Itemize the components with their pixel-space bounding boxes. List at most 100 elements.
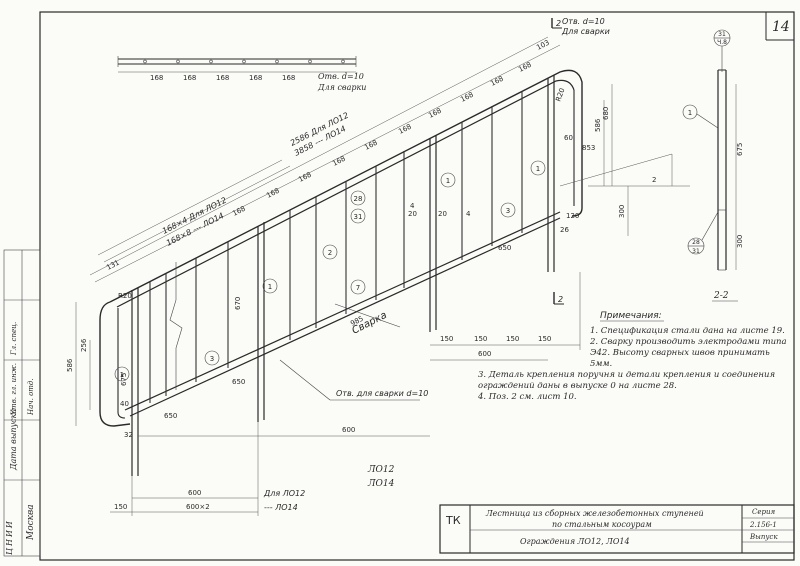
rail-dim-9: 168 — [489, 75, 505, 88]
callout-28: 28 — [354, 195, 363, 203]
right-300: 300 — [618, 205, 626, 218]
rail-dim-7: 168 — [427, 107, 443, 120]
stamp-city: Москва — [26, 504, 36, 541]
title-code: ТК — [445, 514, 461, 527]
left-40: 40 — [120, 400, 129, 408]
section-callout-bot-b: 31 — [692, 248, 700, 255]
top-view-dim-1: 168 — [150, 74, 163, 82]
callout-1a: 1 — [120, 371, 124, 379]
note-2: 2. Сварку производить электродами типа Э… — [590, 337, 787, 369]
mid-20a: 20 — [408, 210, 417, 218]
section-dim-675: 675 — [736, 143, 744, 156]
title-line-2: по стальным косоурам — [552, 520, 652, 529]
top-view-hole-label: Отв. d=10 — [318, 72, 364, 81]
weld-top-label: Для сварки — [561, 27, 610, 36]
callout-1b: 1 — [268, 283, 272, 291]
right-h2: 586 — [594, 118, 602, 132]
right-150-2: 150 — [474, 335, 487, 343]
rail-dim-10: 168 — [517, 61, 533, 74]
left-sub: 256 — [80, 338, 88, 352]
mid-670: 670 — [234, 297, 242, 310]
top-rail-holes — [143, 59, 345, 64]
section-title: 2-2 — [713, 291, 729, 301]
section-callout-top-b: Ч.8 — [717, 39, 727, 46]
brand-lo14: ЛО14 — [367, 479, 395, 489]
note-4: 4. Поз. 2 см. лист 10. — [478, 392, 577, 402]
mid-4b: 4 — [466, 210, 471, 218]
sheet-frame — [39, 11, 795, 561]
series-value: 2.156-1 — [749, 521, 777, 529]
stamp-row-3: Гл. спец. — [10, 322, 18, 356]
left-675: 675 — [120, 373, 128, 386]
top-view-dim-4: 168 — [249, 74, 262, 82]
note-1: 1. Спецификация стали дана на листе 19. — [590, 326, 785, 336]
side-stamp: Москва Дата выпуска Утв. гл. инж. Нач. о… — [3, 249, 41, 557]
right-600: 600 — [478, 350, 491, 358]
mid-4a: 4 — [410, 202, 415, 210]
section-callout-top-a: 31 — [718, 31, 726, 38]
stamp-row-4: Дата выпуска — [9, 409, 18, 471]
weld-word: Сварка — [350, 310, 388, 337]
hole-bottom-label: Отв. для сварки d=10 — [336, 389, 428, 398]
left-r: R20 — [118, 292, 132, 300]
stamp-row-1: Утв. гл. инж. — [10, 363, 18, 415]
mid-20b: 20 — [438, 210, 447, 218]
section-callout-bot-a: 28 — [692, 239, 700, 246]
rail-end-dim: 103 — [535, 39, 551, 52]
callout-1d: 1 — [536, 165, 540, 173]
section-2-2: 675 300 31 Ч.8 1 28 31 2-2 — [682, 29, 744, 302]
section-dim-300: 300 — [736, 235, 744, 248]
right-h1: 680 — [602, 107, 610, 120]
title-line-1: Лестница из сборных железобетонных ступе… — [485, 509, 704, 518]
left-height: 586 — [66, 358, 74, 372]
hole-top-label: Отв. d=10 — [562, 17, 605, 26]
series-label: Серия — [752, 508, 775, 516]
section-mark-top: 2 — [556, 19, 561, 28]
section-mark-bottom: 2 — [558, 295, 563, 304]
notes-title: Примечания: — [600, 311, 662, 321]
callout-3b: 3 — [506, 207, 510, 215]
balusters — [149, 91, 523, 403]
top-rail-view: 168 168 168 168 168 Отв. d=10 Для сварки — [117, 56, 366, 92]
title-block: ТК Лестница из сборных железобетонных ст… — [439, 504, 795, 554]
rail-dim-4: 168 — [331, 155, 347, 168]
bottom-600x2: 600×2 — [186, 503, 210, 511]
right-150-1: 150 — [440, 335, 453, 343]
left-32: 32 — [124, 431, 133, 439]
right-150-3: 150 — [506, 335, 519, 343]
callouts: 1 3 1 2 7 28 31 1 3 1 — [114, 160, 546, 382]
top-view-dim-3: 168 — [216, 74, 229, 82]
detail-dimension-texts: 586 256 R20 680 586 R20 853 60 120 300 2… — [66, 87, 656, 511]
callout-2: 2 — [328, 249, 332, 257]
rail-dim-6: 168 — [397, 123, 413, 136]
left-650b: 650 — [164, 412, 177, 420]
slope-label: 2 — [652, 176, 656, 184]
bottom-600: 600 — [188, 489, 201, 497]
right-60: 60 — [564, 134, 573, 142]
title-subtitle: Ограждения ЛО12, ЛО14 — [520, 537, 630, 546]
mid-650: 650 — [498, 244, 511, 252]
rail-dim-8: 168 — [459, 91, 475, 104]
callout-31: 31 — [354, 213, 363, 221]
top-view-dim-5: 168 — [282, 74, 295, 82]
right-853: 853 — [582, 144, 595, 152]
bottom-for-lo14: --- ЛО14 — [264, 503, 298, 512]
issue-label: Выпуск — [749, 533, 778, 541]
top-view-weld-label: Для сварки — [317, 83, 366, 92]
right-120: 120 — [566, 212, 579, 220]
railing-elevation — [75, 18, 690, 516]
bottom-150: 150 — [114, 503, 127, 511]
rail-dim-5: 168 — [363, 139, 379, 152]
rail-dim-3: 168 — [297, 171, 313, 184]
stamp-org: ЦНИИ — [5, 519, 14, 555]
callout-7: 7 — [356, 284, 360, 292]
stamp-row-2: Нач. отд. — [27, 378, 35, 416]
bottom-for-lo12: Для ЛО12 — [263, 489, 305, 498]
top-view-dim-2: 168 — [183, 74, 196, 82]
note-3: 3. Деталь крепления поручня и детали кре… — [478, 370, 776, 391]
brand-lo12: ЛО12 — [367, 465, 395, 475]
section-callout-mid: 1 — [688, 109, 692, 117]
left-650: 650 — [232, 378, 245, 386]
sheet-number: 14 — [772, 19, 790, 35]
